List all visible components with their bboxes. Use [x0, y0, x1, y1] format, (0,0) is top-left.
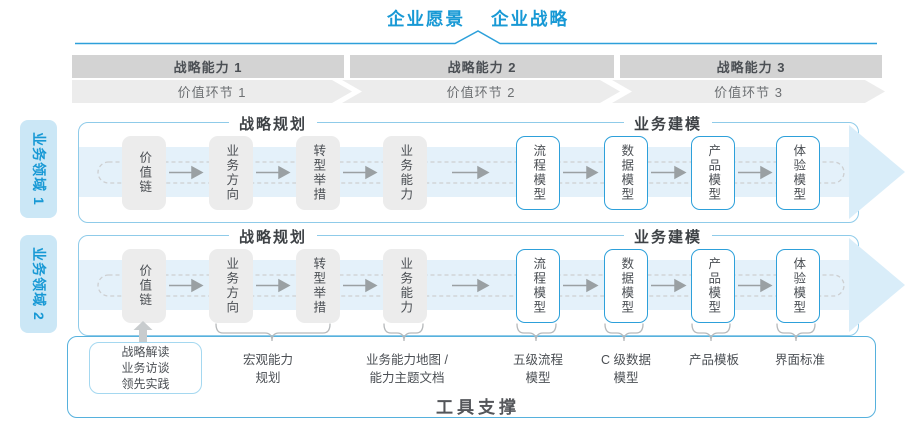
box-label: 业务方向 — [224, 144, 239, 202]
value-chain-2-label: 价值环节 2 — [446, 85, 516, 100]
capability-bar-3: 战略能力 3 — [620, 55, 882, 78]
box-label: 价值链 — [137, 151, 152, 195]
flow-arrows — [169, 165, 773, 180]
domain2-flow-panel: 战略规划 业务建模 价值链 业务方向 转型举措 业务能力 流程模型 数据模型 产… — [78, 226, 905, 336]
page-title: 企业愿景 企业战略 — [387, 6, 569, 31]
box-label: 转型举措 — [311, 144, 326, 202]
box-label: 业务方向 — [224, 257, 239, 315]
box-business-direction: 业务方向 — [209, 249, 253, 323]
box-label: 流程模型 — [531, 257, 546, 315]
band-arrowhead-icon — [849, 238, 905, 332]
vision-title: 企业愿景 — [387, 9, 465, 29]
capability-bar-2: 战略能力 2 — [350, 55, 614, 78]
box-data-model: 数据模型 — [604, 136, 648, 210]
box-transformation-initiative: 转型举措 — [296, 136, 340, 210]
flow-arrows — [169, 278, 773, 293]
annotation-data-model: C 级数据 模型 — [600, 353, 652, 386]
annotation-braces — [215, 323, 816, 342]
box-process-model: 流程模型 — [516, 136, 560, 210]
domain1-flow-panel: 战略规划 业务建模 价值链 业务方向 转型举措 业务能力 流程模型 数据模型 产… — [78, 113, 905, 223]
value-chain-1-label: 价值环节 1 — [177, 85, 247, 100]
box-label: 业务能力 — [398, 144, 413, 202]
planning-header: 战略规划 — [228, 113, 318, 134]
box-product-model: 产品模型 — [691, 249, 735, 323]
box-label: 数据模型 — [619, 144, 634, 202]
box-experience-model: 体验模型 — [776, 136, 820, 210]
box-label: 流程模型 — [531, 144, 546, 202]
box-value-chain: 价值链 — [122, 136, 166, 210]
box-label: 业务能力 — [398, 257, 413, 315]
business-domain-tag-1: 业务领域 1 — [20, 120, 57, 218]
tools-support-container — [67, 336, 876, 418]
modeling-header: 业务建模 — [623, 113, 713, 134]
box-label: 产品模型 — [706, 144, 721, 202]
caret-divider-line — [75, 30, 877, 45]
business-domain-tag-2: 业务领域 2 — [20, 235, 57, 333]
box-product-model: 产品模型 — [691, 136, 735, 210]
capability-bar-1-label: 战略能力 1 — [173, 60, 243, 75]
planning-header: 战略规划 — [228, 226, 318, 247]
strategy-title: 企业战略 — [491, 9, 569, 29]
box-business-capability: 业务能力 — [383, 136, 427, 210]
box-label: 体验模型 — [791, 144, 806, 202]
box-data-model: 数据模型 — [604, 249, 648, 323]
annotation-ui-standard: 界面标准 — [774, 353, 826, 367]
band-arrowhead-icon — [849, 125, 905, 219]
up-arrow-icon — [133, 321, 153, 344]
capability-bar-1: 战略能力 1 — [72, 55, 344, 78]
box-label: 体验模型 — [791, 257, 806, 315]
value-chain-segment-2: 价值环节 2 — [342, 80, 620, 103]
value-chain-segment-3: 价值环节 3 — [612, 80, 885, 103]
tools-support-label: 工具支撑 — [436, 398, 520, 417]
annotation-product-template: 产品模板 — [688, 353, 740, 367]
box-business-capability: 业务能力 — [383, 249, 427, 323]
annotation-macro-capability: 宏观能力 规划 — [242, 353, 294, 386]
business-domain-1-label: 业务领域 1 — [30, 132, 47, 206]
box-business-direction: 业务方向 — [209, 136, 253, 210]
annotation-process-model: 五级流程 模型 — [512, 353, 564, 386]
box-label: 数据模型 — [619, 257, 634, 315]
practice-box: 战略解读 业务访谈 领先实践 — [89, 342, 202, 394]
box-experience-model: 体验模型 — [776, 249, 820, 323]
box-label: 价值链 — [137, 264, 152, 308]
capability-bar-2-label: 战略能力 2 — [447, 60, 517, 75]
annotation-capability-map: 业务能力地图 / 能力主题文档 — [366, 353, 448, 386]
business-domain-2-label: 业务领域 2 — [30, 247, 47, 321]
box-label: 产品模型 — [706, 257, 721, 315]
capability-bar-3-label: 战略能力 3 — [716, 60, 786, 75]
box-value-chain: 价值链 — [122, 249, 166, 323]
box-process-model: 流程模型 — [516, 249, 560, 323]
modeling-header: 业务建模 — [623, 226, 713, 247]
box-label: 转型举措 — [311, 257, 326, 315]
value-chain-segment-1: 价值环节 1 — [72, 80, 352, 103]
box-transformation-initiative: 转型举措 — [296, 249, 340, 323]
value-chain-3-label: 价值环节 3 — [714, 85, 783, 100]
